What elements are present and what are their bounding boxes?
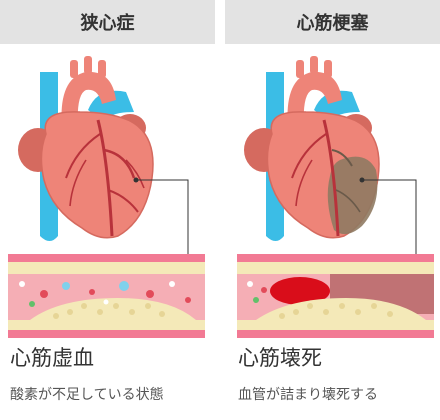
right-vessel-top-wall-outer [237,254,434,262]
left-coronary-artery-main [96,119,114,237]
right-plaque [256,298,426,320]
angina-header: 狭心症 [0,0,215,44]
left-plaque-texture [53,303,165,319]
angina-description: 酸素が不足している状態 [10,387,164,403]
left-vessel-top-wall-inner [8,262,205,274]
left-aorta-branch-2 [84,56,92,74]
angina-vessel-cross-section [8,254,205,338]
right-coronary-artery-branch-2 [295,159,313,207]
left-vessel-top-wall-outer [8,254,205,262]
right-coronary-artery-branch-4 [335,189,361,213]
right-coronary-artery-main [322,119,340,237]
right-blood-clot [270,277,330,305]
left-blood-cells [19,281,191,307]
angina-heart-illustration [18,56,154,241]
left-heart-body [40,111,154,239]
left-coronary-artery-branch-5 [125,159,145,189]
left-aorta-branch-1 [70,60,78,78]
right-vessel-top-wall-inner [237,262,434,274]
left-coronary-artery-branch-4 [69,159,87,207]
right-blood-cells [247,281,267,303]
infarction-title: 心筋壊死 [238,346,322,370]
right-vessel-bottom-wall-inner [237,320,434,330]
left-coronary-artery-branch-1 [103,148,136,179]
left-vessel-bottom-wall-inner [8,320,205,330]
angina-title: 心筋虚血 [10,346,94,370]
right-necrotic-area [327,156,378,235]
right-vessel-bottom-wall-outer [237,330,434,338]
right-aorta-branch-2 [310,56,318,74]
left-coronary-artery-branch-3 [65,133,101,179]
infarction-description: 血管が詰まり壊死する [238,387,378,403]
right-leader-line [362,179,417,254]
left-vessel-bottom-wall-outer [8,330,205,338]
infarction-heart-illustration [244,56,380,241]
left-leader-line [136,179,189,254]
infarction-vessel-cross-section [237,254,434,338]
right-coronary-artery-branch-3 [331,149,353,167]
right-plaque-texture [279,303,393,319]
left-aorta-branch-3 [98,60,106,78]
right-aorta-branch-1 [296,60,304,78]
infarction-header: 心筋梗塞 [225,0,440,44]
left-coronary-artery-branch-2 [107,189,139,213]
right-aorta-branch-3 [324,60,332,78]
right-coronary-artery-branch-1 [291,133,327,179]
